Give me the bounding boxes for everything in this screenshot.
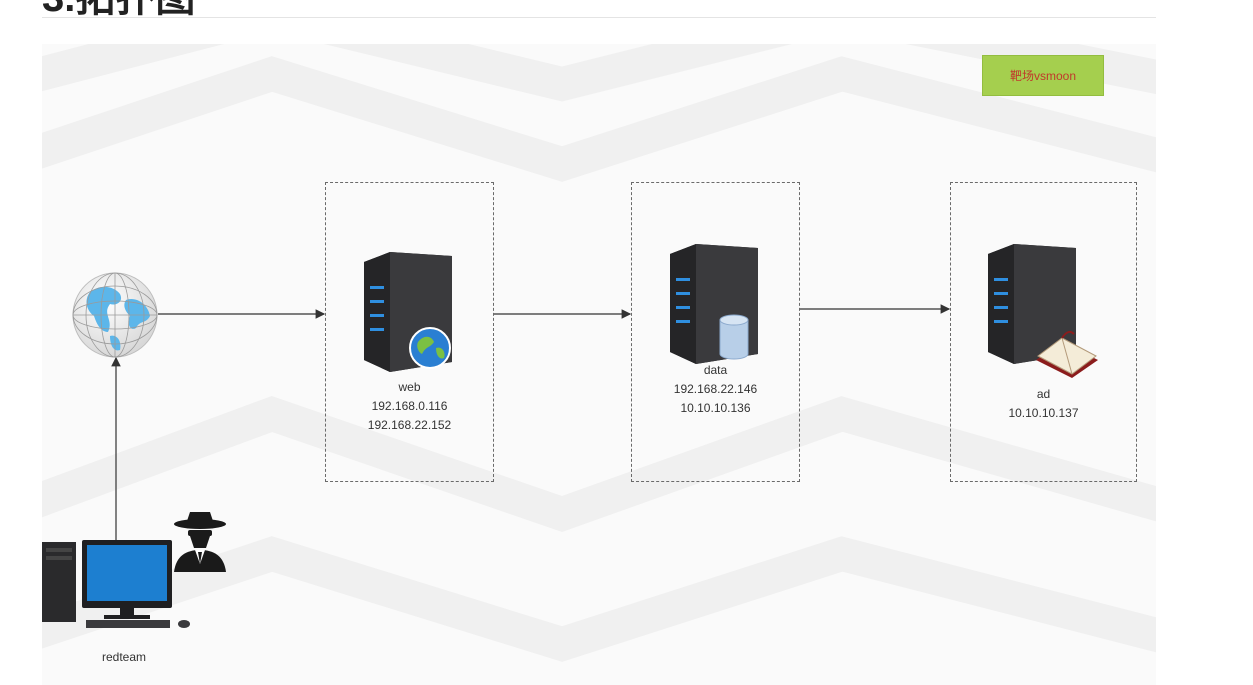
web-host-box xyxy=(325,182,494,482)
data-host-box xyxy=(631,182,800,482)
attacker-workstation-icon xyxy=(42,540,190,628)
topology-diagram: 靶场vsmoon xyxy=(42,44,1156,685)
redteam-label: redteam xyxy=(101,650,147,664)
background-watermark xyxy=(42,44,1156,662)
data-host-label: data 192.168.22.146 10.10.10.136 xyxy=(648,362,783,417)
ad-host-ip: 10.10.10.137 xyxy=(1008,406,1079,420)
database-server-icon xyxy=(670,244,758,364)
ad-server-icon xyxy=(988,244,1098,378)
web-server-icon xyxy=(364,252,452,372)
ad-host-box xyxy=(950,182,1137,482)
data-host-name: data xyxy=(703,363,728,377)
data-host-ip: 10.10.10.136 xyxy=(680,401,751,415)
heading-divider xyxy=(42,17,1156,18)
hacker-icon xyxy=(174,512,226,572)
web-host-ip: 192.168.22.152 xyxy=(367,418,452,432)
web-host-ip: 192.168.0.116 xyxy=(371,399,448,413)
section-heading: 3.拓扑图 xyxy=(42,0,195,18)
ad-host-label: ad 10.10.10.137 xyxy=(976,386,1111,422)
globe-icon xyxy=(72,272,158,358)
web-host-name: web xyxy=(398,380,421,394)
range-badge: 靶场vsmoon xyxy=(982,55,1104,96)
ad-host-name: ad xyxy=(1036,387,1051,401)
connection-lines xyxy=(111,304,951,540)
web-host-label: web 192.168.0.116 192.168.22.152 xyxy=(342,379,477,434)
data-host-ip: 192.168.22.146 xyxy=(673,382,758,396)
